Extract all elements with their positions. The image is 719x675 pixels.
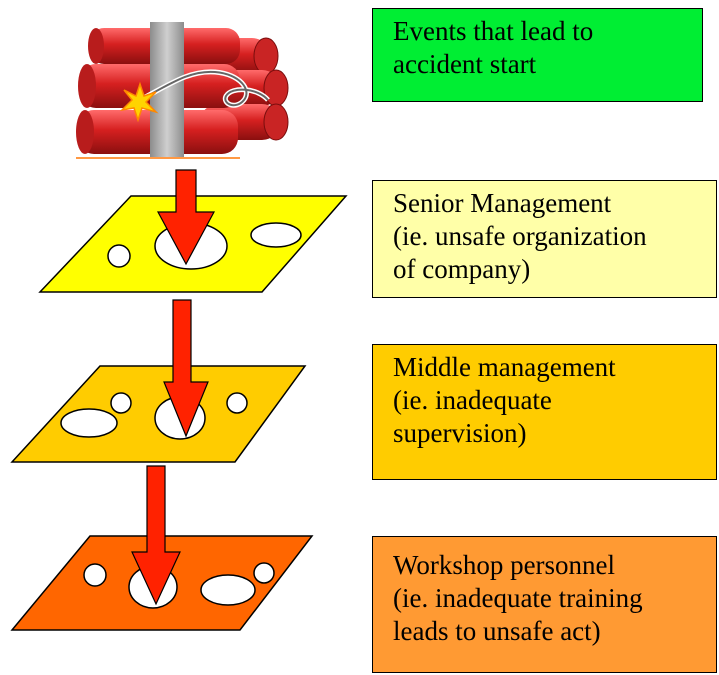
senior-management-box: Senior Management (ie. unsafe organizati… xyxy=(372,180,717,298)
middle-management-box: Middle management (ie. inadequate superv… xyxy=(372,344,717,480)
middle-line-2: (ie. inadequate xyxy=(393,385,552,415)
layer-middle xyxy=(10,365,307,463)
senior-line-1: Senior Management xyxy=(393,188,612,218)
hole xyxy=(60,408,118,438)
workshop-personnel-box: Workshop personnel (ie. inadequate train… xyxy=(372,536,717,673)
hole xyxy=(253,562,275,584)
hole xyxy=(226,392,248,414)
events-box: Events that lead to accident start xyxy=(372,8,703,102)
events-line-1: Events that lead to xyxy=(393,16,594,46)
hole xyxy=(83,563,107,587)
downward-arrow xyxy=(131,169,216,606)
middle-line-1: Middle management xyxy=(393,352,616,382)
hole xyxy=(200,574,256,606)
hole xyxy=(110,392,132,414)
workshop-line-2: (ie. inadequate training xyxy=(393,583,643,613)
dynamite-icon xyxy=(76,22,289,159)
hole xyxy=(107,244,131,268)
middle-line-3: supervision) xyxy=(393,418,527,448)
senior-line-2: (ie. unsafe organization xyxy=(393,221,647,251)
workshop-line-1: Workshop personnel xyxy=(393,550,616,580)
workshop-line-3: leads to unsafe act) xyxy=(393,616,601,646)
events-line-2: accident start xyxy=(393,49,537,79)
senior-line-3: of company) xyxy=(393,254,531,284)
hole xyxy=(250,222,302,248)
